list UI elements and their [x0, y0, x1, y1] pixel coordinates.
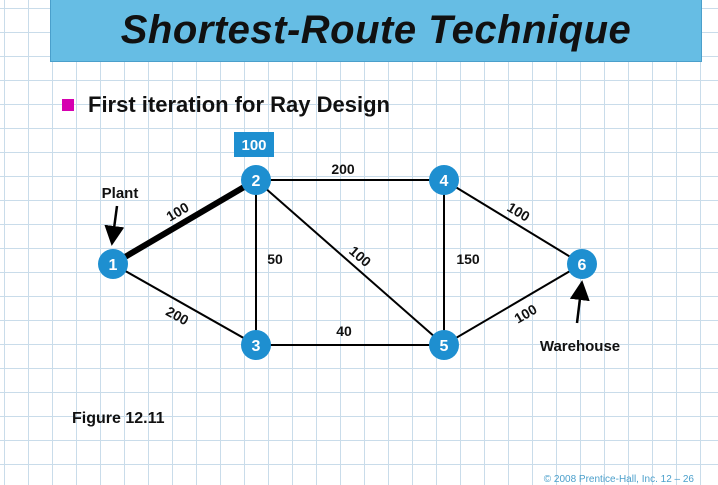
node-2-distance-value: 100 — [241, 137, 266, 154]
node-3: 3 — [241, 330, 271, 360]
title-bar: Shortest-Route Technique — [50, 0, 702, 62]
node-1: 1 — [98, 249, 128, 279]
edge-1-2 — [111, 177, 258, 267]
svg-text:4: 4 — [440, 173, 449, 190]
edge-2-5 — [255, 179, 445, 346]
plant-arrow-icon — [104, 205, 125, 246]
svg-text:1: 1 — [109, 257, 118, 274]
warehouse-arrow-icon — [569, 280, 590, 324]
edge-label-5-6: 100 — [511, 301, 539, 327]
node-2: 2 — [241, 165, 271, 195]
svg-text:3: 3 — [252, 338, 261, 355]
edge-label-2-5: 100 — [346, 243, 374, 271]
edge-5-6 — [443, 263, 583, 346]
bullet-text: First iteration for Ray Design — [88, 92, 390, 117]
slide-title: Shortest-Route Technique — [120, 8, 632, 52]
bullet-square-icon — [62, 99, 74, 111]
svg-text:2: 2 — [252, 173, 261, 190]
plant-label: Plant — [102, 185, 139, 202]
edge-label-2-3: 50 — [267, 251, 283, 267]
edge-label-3-5: 40 — [336, 323, 352, 339]
edge-label-2-4: 200 — [331, 161, 355, 177]
svg-text:5: 5 — [440, 338, 449, 355]
svg-text:6: 6 — [578, 257, 587, 274]
edge-label-4-6: 100 — [504, 199, 532, 225]
node-6: 6 — [567, 249, 597, 279]
edge-label-4-5: 150 — [456, 251, 480, 267]
node-2-distance-badge — [234, 132, 274, 157]
warehouse-label: Warehouse — [540, 338, 620, 355]
node-4: 4 — [429, 165, 459, 195]
edge-4-6 — [443, 179, 583, 265]
figure-caption: Figure 12.11 — [72, 410, 165, 427]
edge-1-3 — [112, 263, 257, 346]
node-5: 5 — [429, 330, 459, 360]
bullet-item: First iteration for Ray Design — [62, 92, 390, 118]
